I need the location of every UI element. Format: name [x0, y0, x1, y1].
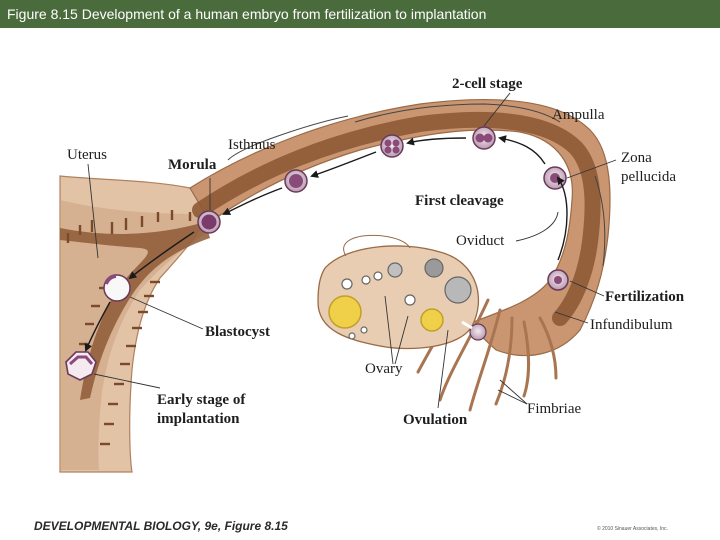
- two-cell-embryo: [472, 126, 496, 150]
- copyright-notice: © 2010 Sinauer Associates, Inc.: [597, 526, 668, 532]
- leader-lines: [87, 92, 617, 409]
- label-first-cleavage: First cleavage: [415, 193, 504, 209]
- implanting-embryo: [65, 351, 97, 381]
- label-uterus: Uterus: [67, 147, 107, 163]
- label-infundibulum: Infundibulum: [590, 317, 673, 333]
- path-arrows: [84, 135, 568, 352]
- label-fertilization: Fertilization: [605, 289, 685, 305]
- oviduct: [189, 98, 611, 357]
- morula-cell: [197, 210, 221, 234]
- label-isthmus: Isthmus: [228, 137, 276, 153]
- fertilized-egg: [547, 269, 569, 291]
- label-oviduct: Oviduct: [456, 233, 505, 249]
- label-implantation: implantation: [157, 411, 240, 427]
- label-ampulla: Ampulla: [552, 107, 605, 123]
- four-cell-embryo: [380, 134, 404, 158]
- label-2-cell-stage: 2-cell stage: [452, 76, 523, 92]
- source-credit: DEVELOPMENTAL BIOLOGY, 9e, Figure 8.15: [34, 519, 288, 533]
- embryo-diagram: 2-cell stage Ampulla Uterus Isthmus Moru…: [59, 76, 685, 473]
- eight-cell-embryo: [284, 169, 308, 193]
- label-pellucida: pellucida: [621, 169, 676, 185]
- label-blastocyst: Blastocyst: [205, 324, 270, 340]
- label-early-stage: Early stage of: [157, 392, 246, 408]
- label-fimbriae: Fimbriae: [527, 401, 581, 417]
- label-ovary: Ovary: [365, 361, 403, 377]
- uterus-tissue: [59, 175, 211, 473]
- label-zona: Zona: [621, 150, 652, 166]
- label-morula: Morula: [168, 157, 217, 173]
- label-ovulation: Ovulation: [403, 412, 468, 428]
- fimbriae: [416, 288, 558, 412]
- figure-title: Figure 8.15 Development of a human embry…: [0, 0, 720, 28]
- blastocyst-cell: [103, 274, 131, 302]
- ovary: [317, 234, 487, 350]
